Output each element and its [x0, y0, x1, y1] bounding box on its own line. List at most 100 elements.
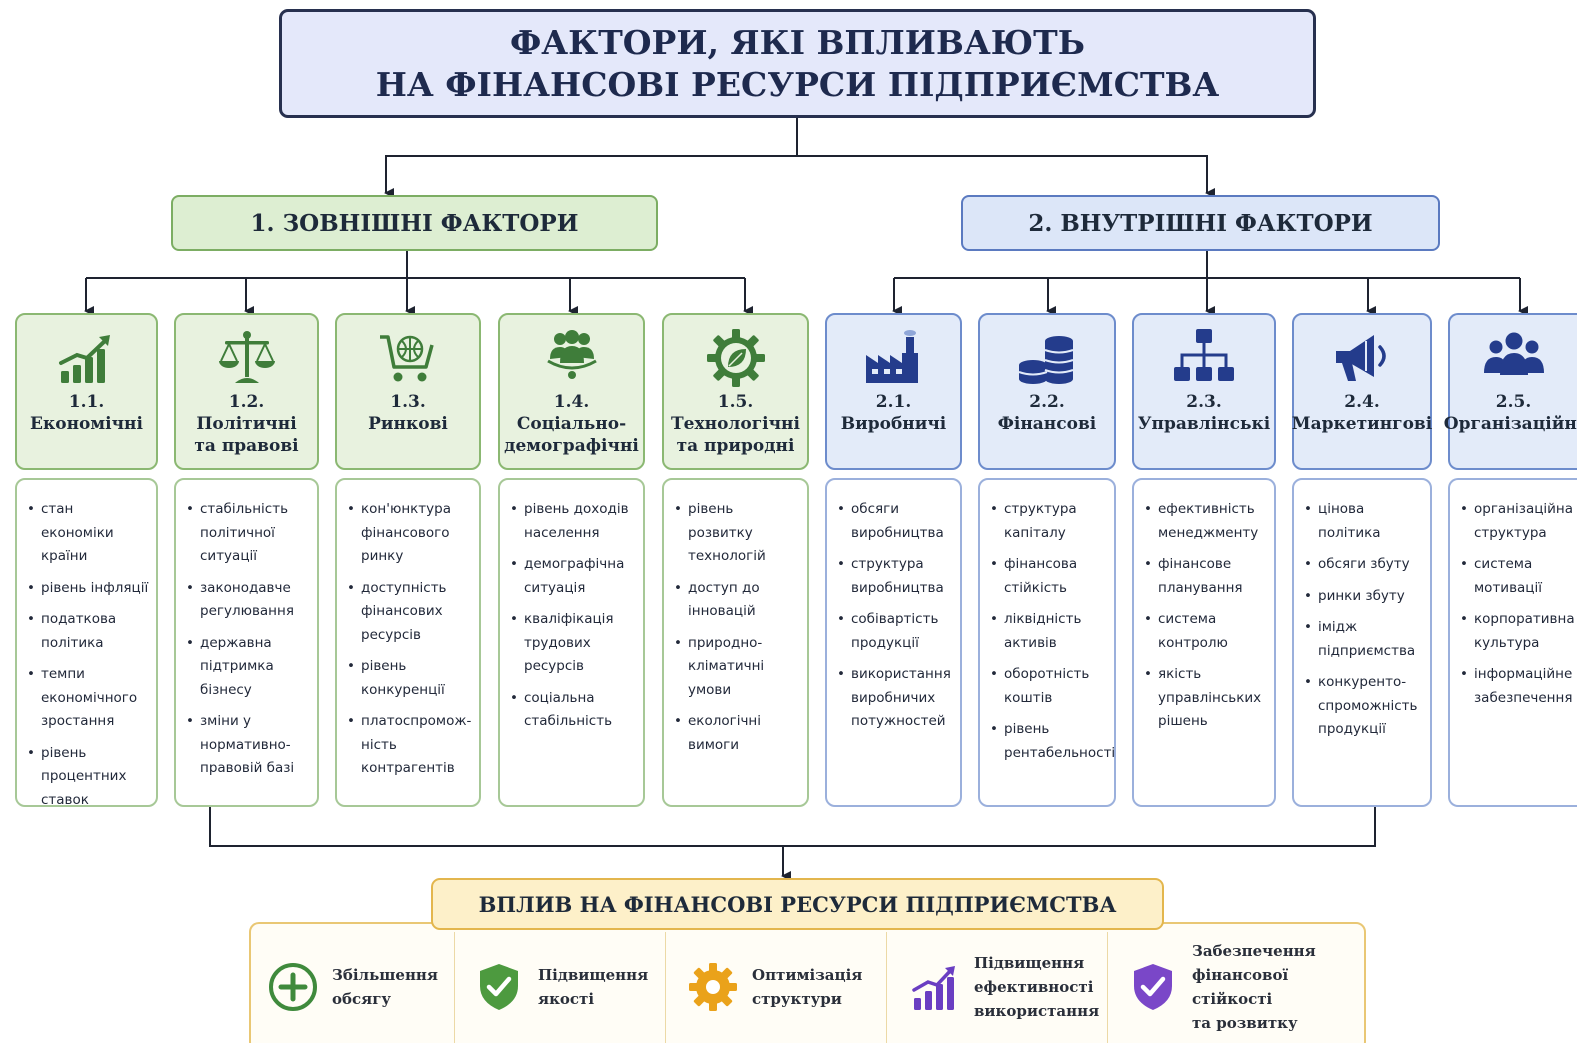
factor-detail-item: соціальна стабільність	[510, 687, 637, 734]
impact-item-structure: Оптимізація структури	[686, 932, 884, 1042]
factor-name: Економічні	[30, 414, 143, 434]
factor-detail-item: рівень розвитку технологій	[674, 498, 801, 569]
impact-item-stability: Забезпечення фінансової стійкості та роз…	[1126, 932, 1362, 1042]
factor-detail-item: система контролю	[1144, 608, 1268, 655]
factor-detail-item: використання виробничих потужностей	[837, 663, 954, 734]
factor-detail-item: демографічна ситуація	[510, 553, 637, 600]
impact-item-label: Збільшення обсягу	[332, 966, 438, 1008]
factor-market: 1.3. Ринкові	[335, 313, 481, 470]
factor-details-2-3: ефективність менеджментуфінансове планув…	[1132, 478, 1276, 807]
divider	[665, 932, 666, 1043]
factor-detail-item: доступність фінансових ресурсів	[347, 577, 473, 648]
shield-check-icon	[480, 964, 518, 1010]
impact-title: ВПЛИВ НА ФІНАНСОВІ РЕСУРСИ ПІДПРИЄМСТВА	[431, 878, 1164, 930]
factor-detail-item: рівень інфляції	[27, 577, 150, 601]
arrow-to-external	[384, 118, 798, 198]
factor-details-1-2: стабільність політичної ситуації законода…	[174, 478, 319, 807]
factor-detail-item: рівень конкуренції	[347, 655, 473, 702]
factor-marketing: 2.4. Маркетингові	[1292, 313, 1432, 470]
gear-icon	[689, 963, 737, 1011]
factor-detail-item: цінова політика	[1304, 498, 1424, 545]
factor-detail-item: якість управлінських рішень	[1144, 663, 1268, 734]
factor-number: 2.2.	[1029, 392, 1065, 412]
diagram-title: ФАКТОРИ, ЯКІ ВПЛИВАЮТЬ НА ФІНАНСОВІ РЕСУ…	[279, 9, 1316, 118]
factor-detail-item: зміни у нормативно- правовій базі	[186, 710, 311, 781]
factor-detail-item: темпи економічного зростання	[27, 663, 150, 734]
coins-icon	[1018, 336, 1074, 384]
factor-details-2-2: структура капіталуфінансова стійкістьлік…	[978, 478, 1116, 807]
factor-detail-item: оборотність коштів	[990, 663, 1108, 710]
factor-political-legal: 1.2. Політичні та правові	[174, 313, 319, 470]
org-chart-icon	[1174, 329, 1234, 381]
factor-detail-item: конкуренто- спроможність продукції	[1304, 671, 1424, 742]
title-line-2: НА ФІНАНСОВІ РЕСУРСИ ПІДПРИЄМСТВА	[375, 64, 1220, 104]
factor-detail-item: доступ до інновацій	[674, 577, 801, 624]
arrow-to-internal	[797, 155, 1215, 198]
growth-chart-icon	[912, 966, 955, 1010]
factor-number: 1.1.	[68, 392, 105, 412]
factor-managerial: 2.3. Управлінські	[1132, 313, 1276, 470]
factor-detail-item: організаційна структура	[1460, 498, 1573, 545]
impact-item-label: Підвищення якості	[538, 966, 649, 1008]
factor-details-1-1: стан економіки країнирівень інфляціїпода…	[15, 478, 158, 807]
factor-number: 1.4.	[553, 392, 590, 412]
factor-details-2-5: організаційна структура система мотивації…	[1448, 478, 1577, 807]
factor-number: 2.4.	[1344, 392, 1380, 412]
factor-details-2-4: цінова політикаобсяги збутуринки збутуім…	[1292, 478, 1432, 807]
factor-number: 1.2.	[228, 392, 265, 412]
megaphone-icon	[1336, 335, 1386, 381]
factor-detail-item: ринки збуту	[1304, 585, 1424, 609]
factor-detail-item: рівень доходів населення	[510, 498, 637, 545]
factor-name: Технологічні та природні	[671, 414, 800, 456]
impact-item-label: Підвищення ефективності використання	[974, 954, 1100, 1020]
factor-socio-demographic: 1.4. Соціально- демографічні	[498, 313, 645, 470]
factor-name: Маркетингові	[1291, 414, 1433, 434]
factor-organizational: 2.5. Організаційні	[1444, 313, 1577, 470]
team-icon	[1483, 332, 1544, 375]
factor-number: 2.3.	[1186, 392, 1222, 412]
factory-icon	[865, 330, 918, 383]
factor-detail-item: кон'юнктура фінансового ринку	[347, 498, 473, 569]
cart-globe-icon	[380, 335, 434, 382]
factor-detail-item: інформаційне забезпечення	[1460, 663, 1572, 710]
factor-name: Соціально- демографічні	[504, 414, 639, 456]
factor-detail-item: собівартість продукції	[837, 608, 954, 655]
factor-detail-item: стабільність політичної ситуації	[186, 498, 311, 569]
factor-detail-item: природно- кліматичні умови	[674, 632, 801, 703]
impact-item-quality: Підвищення якості	[472, 932, 662, 1042]
factor-detail-item: платоспромож- ність контрагентів	[347, 710, 473, 781]
factor-detail-item: структура капіталу	[990, 498, 1108, 545]
factor-detail-item: структура виробництва	[837, 553, 954, 600]
impact-item-efficiency: Підвищення ефективності використання	[908, 932, 1104, 1042]
factor-detail-item: законодавче регулювання	[186, 577, 311, 624]
internal-factors-header: 2. ВНУТРІШНІ ФАКТОРИ	[961, 195, 1440, 251]
factor-detail-item: державна підтримка бізнесу	[186, 632, 311, 703]
title-line-1: ФАКТОРИ, ЯКІ ВПЛИВАЮТЬ	[510, 22, 1085, 62]
factor-name: Організаційні	[1443, 414, 1577, 434]
factor-technological-natural: 1.5. Технологічні та природні	[662, 313, 809, 470]
factor-detail-item: кваліфікація трудових ресурсів	[510, 608, 637, 679]
scales-icon	[218, 331, 275, 383]
factor-details-2-1: обсяги виробництва структура виробництва с…	[825, 478, 962, 807]
impact-panel	[249, 922, 1366, 1043]
factor-name: Фінансові	[997, 414, 1097, 434]
growth-chart-icon	[58, 335, 110, 383]
factor-detail-item: обсяги збуту	[1304, 553, 1424, 577]
factor-financial: 2.2. Фінансові	[978, 313, 1116, 470]
factor-production: 2.1. Виробничі	[825, 313, 962, 470]
factor-detail-item: обсяги виробництва	[837, 498, 954, 545]
factor-name: Управлінські	[1137, 414, 1271, 434]
factor-detail-item: система мотивації	[1460, 553, 1571, 600]
factor-detail-item: податкова політика	[27, 608, 150, 655]
factor-number: 1.3.	[390, 392, 426, 412]
factor-name: Виробничі	[840, 414, 947, 434]
factor-detail-item: корпоративна культура	[1460, 608, 1575, 655]
impact-item-volume: Збільшення обсягу	[266, 932, 451, 1042]
factor-detail-item: фінансове планування	[1144, 553, 1268, 600]
plus-circle-icon	[269, 963, 317, 1011]
factor-details-1-4: рівень доходів населення демографічна сит…	[498, 478, 645, 807]
factor-number: 2.1.	[875, 392, 912, 412]
factor-economic: 1.1. Економічні	[15, 313, 158, 470]
divider	[454, 932, 455, 1043]
